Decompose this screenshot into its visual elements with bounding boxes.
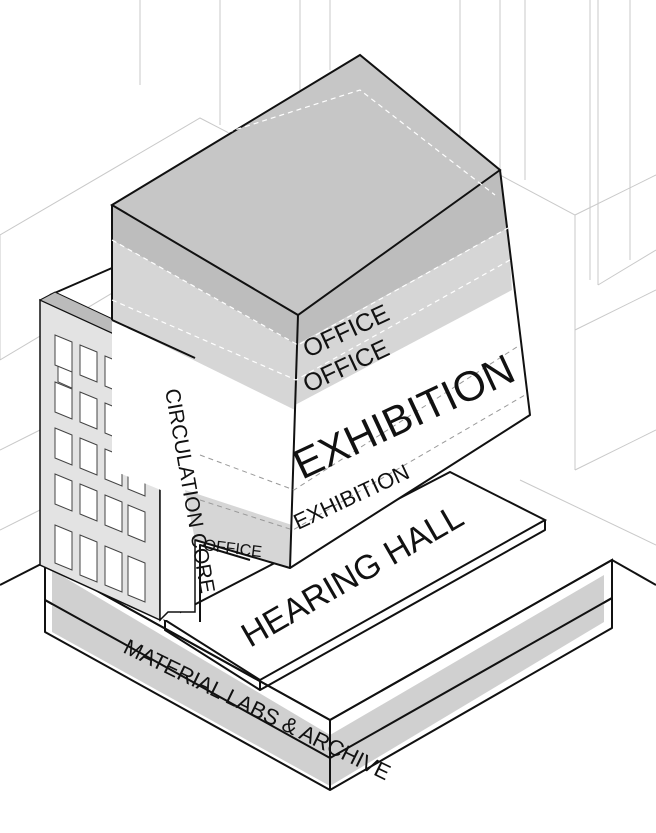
context-buildings [0, 0, 656, 546]
main-volume [110, 53, 531, 569]
material-labs-base [44, 558, 613, 791]
ground-lines [0, 559, 656, 586]
